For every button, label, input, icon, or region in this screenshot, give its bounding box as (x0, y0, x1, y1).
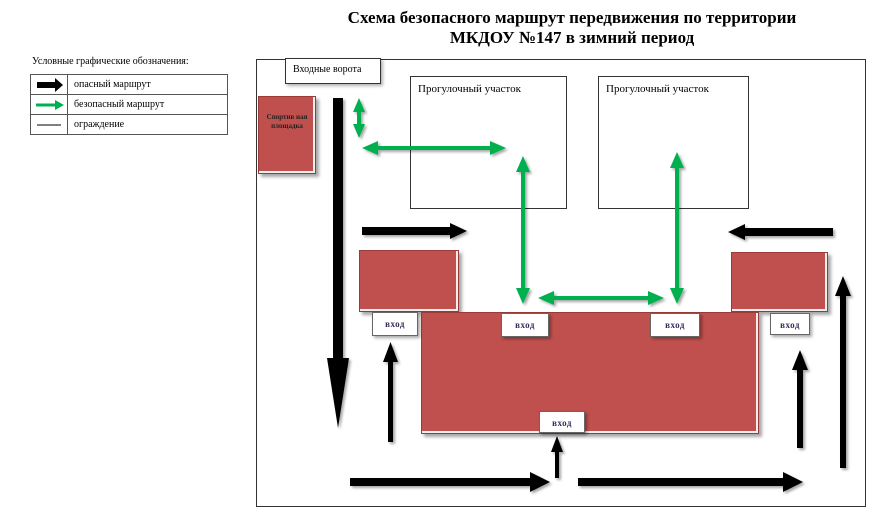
title-line-2: МКДОУ №147 в зимний период (449, 28, 695, 47)
danger-route-left-up (383, 342, 398, 442)
sports-ground-label: Спортив ная площадка (266, 113, 308, 130)
sports-ground: Спортив ная площадка (258, 96, 316, 174)
gate-label: Входные ворота (293, 64, 362, 75)
danger-route-right-outer-up (835, 276, 851, 468)
walk-area-right: Прогулочный участок (598, 76, 749, 209)
main-building (421, 312, 759, 434)
legend: опасный маршрут безопасный маршрут ограж… (30, 74, 228, 135)
diagram-title: Схема безопасного маршрут передвижения п… (262, 8, 882, 48)
danger-route-bottom-right (578, 472, 803, 492)
legend-heading: Условные графические обозначения: (32, 56, 189, 67)
danger-route-bottom-left (350, 472, 550, 492)
title-line-1: Схема безопасного маршрут передвижения п… (347, 8, 797, 27)
building-left-wing (359, 250, 459, 312)
entrance-center-left: вход (501, 313, 549, 337)
entrance-center-right: вход (650, 313, 700, 337)
legend-item-fence: ограждение (30, 114, 228, 135)
entrance-gate: Входные ворота (285, 58, 381, 84)
danger-route-right-inner-up (792, 350, 808, 448)
danger-route-bottom-up (551, 436, 563, 478)
danger-route-upper-right (728, 224, 833, 240)
building-right-wing (731, 252, 828, 312)
entrance-bottom: вход (539, 411, 585, 433)
entrance-right: вход (770, 313, 810, 335)
walk-area-left-label: Прогулочный участок (418, 83, 521, 95)
entrance-left: вход (372, 312, 418, 336)
walk-area-right-label: Прогулочный участок (606, 83, 709, 95)
danger-route-upper-left (362, 223, 467, 239)
danger-route-left-down (327, 98, 349, 428)
legend-label: ограждение (67, 114, 228, 135)
walk-area-left: Прогулочный участок (410, 76, 567, 209)
